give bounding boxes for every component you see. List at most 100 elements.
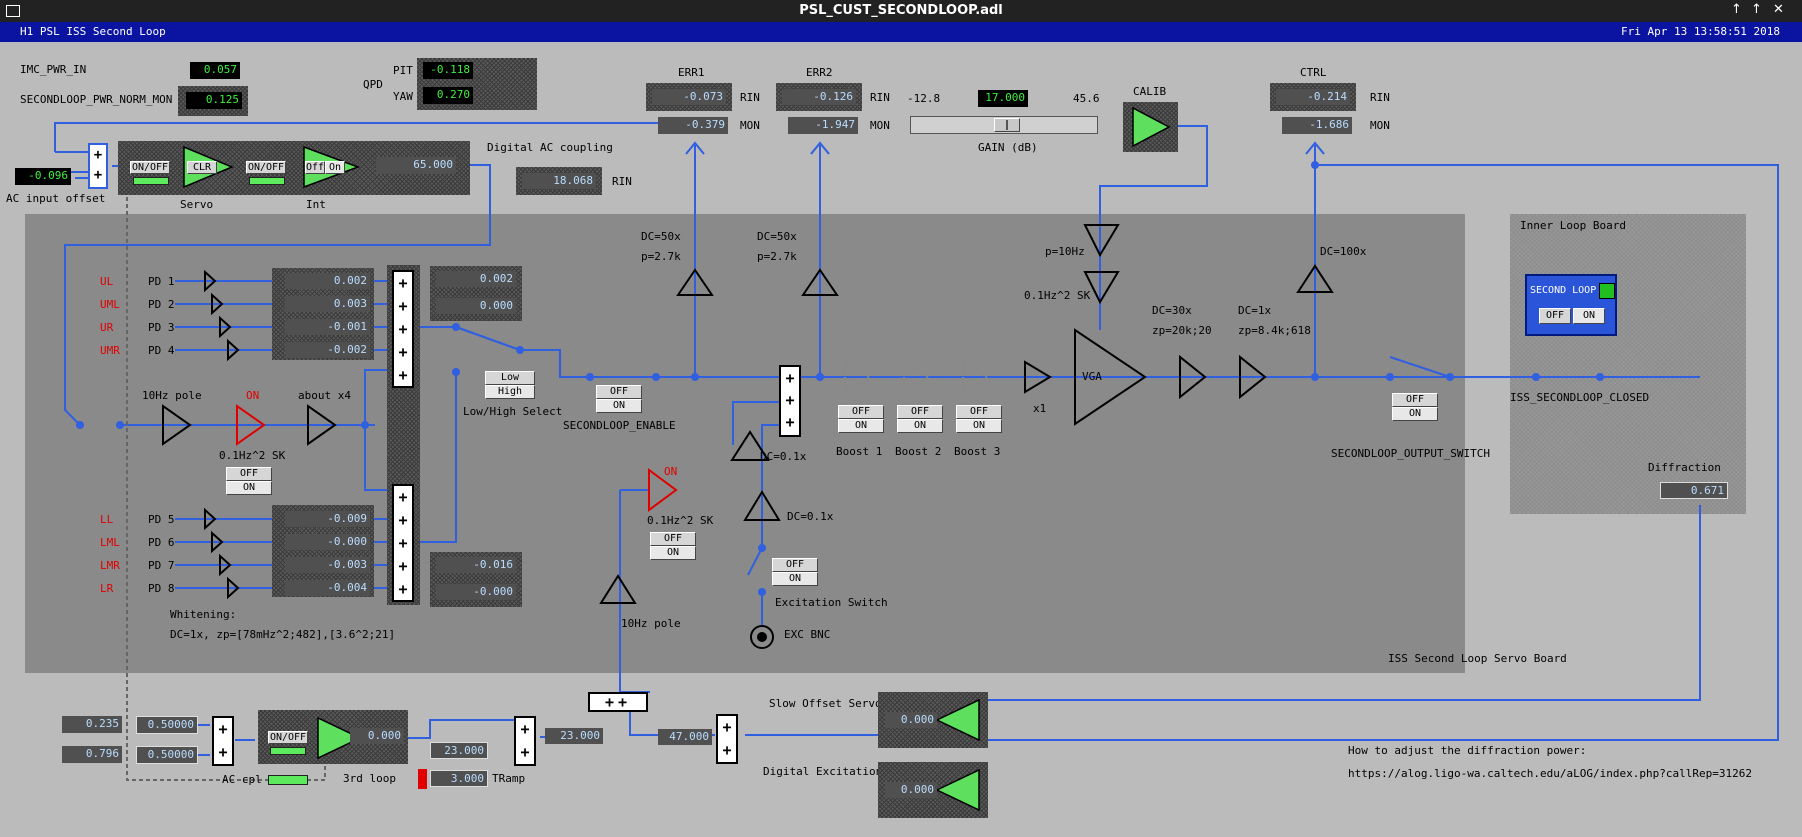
gain-readout[interactable]: 17.000 xyxy=(978,90,1028,107)
digital-excitation-readout: 0.000 xyxy=(885,782,937,798)
gain-slider-handle[interactable] xyxy=(994,118,1020,132)
sk1-on-button[interactable]: ON xyxy=(226,481,272,495)
pd-umr-label: UMR xyxy=(100,344,120,357)
maximize-icon[interactable]: ↑ xyxy=(1751,2,1762,17)
output-on-button[interactable]: ON xyxy=(1392,407,1438,421)
sk2-off-button[interactable]: OFF xyxy=(650,532,696,546)
boost3-on-button[interactable]: ON xyxy=(956,419,1002,433)
tramp-label: TRamp xyxy=(492,772,526,785)
pole10b-label: 10Hz pole xyxy=(621,617,681,630)
red-on2-label: ON xyxy=(664,465,678,478)
gain-label: GAIN (dB) xyxy=(978,141,1038,154)
gain-slider[interactable] xyxy=(910,116,1098,134)
ac-offset-label: AC input offset xyxy=(6,192,106,205)
enable-off-button[interactable]: OFF xyxy=(596,385,642,399)
sum-bottom-readout-1: -0.016 xyxy=(436,557,516,573)
servo-clr-button[interactable]: CLR xyxy=(187,161,217,174)
ctrl-mon-readout: -1.686 xyxy=(1282,117,1352,134)
qpd-yaw-label: YAW xyxy=(393,90,413,103)
digital-ac-label: Digital AC coupling xyxy=(487,141,613,154)
pd1-readout: 0.002 xyxy=(285,273,370,289)
pd2-readout: 0.003 xyxy=(285,296,370,312)
err1-mon-label: MON xyxy=(740,119,760,132)
boost2-on-button[interactable]: ON xyxy=(897,419,943,433)
pole10-label: 10Hz pole xyxy=(142,389,202,402)
servo-board-title: ISS Second Loop Servo Board xyxy=(1388,652,1567,665)
second-loop-off-button[interactable]: OFF xyxy=(1539,308,1571,324)
dc100-label: DC=100x xyxy=(1320,245,1367,258)
pd6-label: PD 6 xyxy=(148,536,175,549)
sk3-label: 0.1Hz^2 SK xyxy=(1024,289,1091,302)
exc-on-button[interactable]: ON xyxy=(772,572,818,586)
low-button[interactable]: Low xyxy=(485,371,535,385)
gain-max-label: 45.6 xyxy=(1073,92,1100,105)
int-off-button[interactable]: Off xyxy=(305,161,325,174)
pd-uml-label: UML xyxy=(100,298,120,311)
pd7-readout: -0.003 xyxy=(285,557,370,573)
int-onoff-button[interactable]: ON/OFF xyxy=(246,161,286,174)
ctrl-rin-readout: -0.214 xyxy=(1276,89,1350,105)
servo-onoff-button[interactable]: ON/OFF xyxy=(130,161,170,174)
pd-lmr-label: LMR xyxy=(100,559,120,572)
boost1-on-button[interactable]: ON xyxy=(838,419,884,433)
sk1-off-button[interactable]: OFF xyxy=(226,467,272,481)
bottom-gain2-input[interactable]: 0.50000 xyxy=(136,746,198,764)
third-loop-label: 3rd loop xyxy=(343,772,396,785)
err2-rin-readout: -0.126 xyxy=(782,89,856,105)
bottom-in1-readout: 0.235 xyxy=(62,716,122,733)
enable-on-button[interactable]: ON xyxy=(596,399,642,413)
digital-ac-rin-label: RIN xyxy=(612,175,632,188)
dc50b-label: DC=50x xyxy=(757,230,797,243)
window-menu-icon[interactable] xyxy=(6,5,20,17)
pd3-label: PD 3 xyxy=(148,321,175,334)
servo-board xyxy=(25,214,1465,673)
dc30-label: DC=30x xyxy=(1152,304,1192,317)
ac-offset-readout[interactable]: -0.096 xyxy=(15,168,71,185)
pd1-label: PD 1 xyxy=(148,275,175,288)
calib-amp-icon xyxy=(1132,106,1171,148)
high-button[interactable]: High xyxy=(485,385,535,399)
diffraction-label: Diffraction xyxy=(1648,461,1721,474)
howto-label: How to adjust the diffraction power: xyxy=(1348,744,1587,757)
window-title: PSL_CUST_SECONDLOOP.adl xyxy=(799,3,1003,18)
datetime: Fri Apr 13 13:58:51 2018 xyxy=(1621,25,1780,38)
exc-off-button[interactable]: OFF xyxy=(772,558,818,572)
boost3-off-button[interactable]: OFF xyxy=(956,405,1002,419)
inner-loop-title: Inner Loop Board xyxy=(1520,219,1626,232)
third-amp-icon xyxy=(317,716,362,760)
norm-mon-readout: 0.125 xyxy=(186,92,242,109)
pd-lr-label: LR xyxy=(100,582,114,595)
bottom-sum-junction-1: ++ xyxy=(212,716,234,766)
pd6-readout: -0.000 xyxy=(285,534,370,550)
ctrl-rin-label: RIN xyxy=(1370,91,1390,104)
sk2-on-button[interactable]: ON xyxy=(650,546,696,560)
third-readout: 0.000 xyxy=(350,728,404,744)
howto-link[interactable]: https://alog.ligo-wa.caltech.edu/aLOG/in… xyxy=(1348,767,1752,780)
sum-out-readout: 23.000 xyxy=(545,728,603,744)
sum-top-readout-2: 0.000 xyxy=(436,298,516,314)
close-icon[interactable]: ✕ xyxy=(1773,2,1784,17)
digital-excitation-amp-icon xyxy=(935,768,980,812)
boost2-off-button[interactable]: OFF xyxy=(897,405,943,419)
boost1-off-button[interactable]: OFF xyxy=(838,405,884,419)
second-loop-on-button[interactable]: ON xyxy=(1573,308,1605,324)
sum-top-readout-1: 0.002 xyxy=(436,271,516,287)
whitening-label: Whitening: xyxy=(170,608,237,621)
digital-excitation-label: Digital Excitation xyxy=(763,765,883,778)
minimize-icon[interactable]: ↑ xyxy=(1731,2,1742,17)
third-status-bar xyxy=(270,747,306,755)
x1-label: x1 xyxy=(1033,402,1047,415)
third-onoff-button[interactable]: ON/OFF xyxy=(268,731,308,744)
tramp-b-input[interactable]: 3.000 xyxy=(430,770,488,787)
tramp-a-input[interactable]: 23.000 xyxy=(430,742,488,759)
err2-mon-label: MON xyxy=(870,119,890,132)
pd-lml-label: LML xyxy=(100,536,120,549)
imc-pwr-in-label: IMC_PWR_IN xyxy=(20,63,87,76)
int-on-button[interactable]: On xyxy=(325,161,345,174)
bottom-sum-junction-2: ++ xyxy=(514,716,536,766)
zp20-label: zp=20k;20 xyxy=(1152,324,1212,337)
lowhigh-label: Low/High Select xyxy=(463,405,563,418)
err2-label: ERR2 xyxy=(806,66,833,79)
bottom-gain1-input[interactable]: 0.50000 xyxy=(136,716,198,734)
output-off-button[interactable]: OFF xyxy=(1392,393,1438,407)
